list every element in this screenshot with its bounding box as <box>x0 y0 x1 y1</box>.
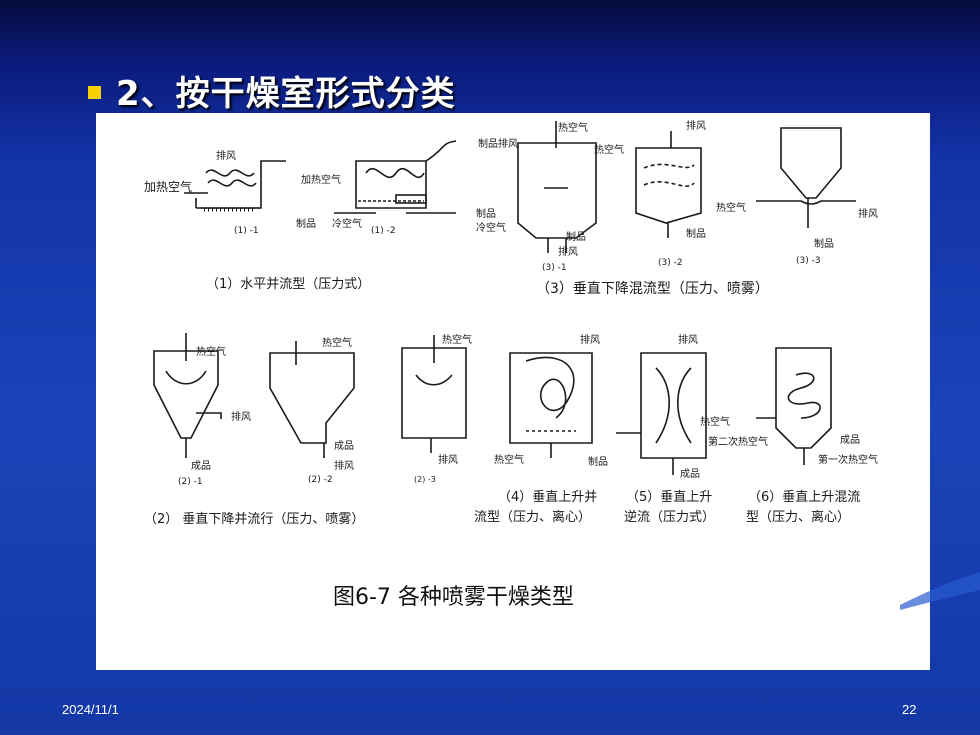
diagram-1-2 <box>334 140 457 214</box>
label-hot-air-3: 热空气 <box>558 123 588 134</box>
label-finished-5: 成品 <box>680 469 700 480</box>
sublabel-3-2: (3) -2 <box>658 258 683 268</box>
sublabel-1-2: (1) -2 <box>371 226 396 236</box>
figure-caption: 图6-7 各种喷雾干燥类型 <box>333 585 574 610</box>
sublabel-2-1: (2) -1 <box>178 477 203 487</box>
label-hot-air-2-1: 热空气 <box>196 347 226 358</box>
decorative-swoosh <box>900 572 980 610</box>
label-second-hot-air: 第二次热空气 <box>708 437 768 448</box>
label-first-hot-air: 第一次热空气 <box>818 455 878 466</box>
caption-group-6-line1: （6）垂直上升混流 <box>748 490 861 505</box>
caption-group-5-line2: 逆流（压力式） <box>624 510 716 525</box>
label-exhaust-1: 排风 <box>216 151 236 162</box>
caption-group-4-line2: 流型（压力、离心） <box>474 510 592 525</box>
sublabel-2-2: (2) -2 <box>308 475 333 485</box>
label-exhaust-5: 排风 <box>678 335 698 346</box>
label-heated-air-1: 加热空气 <box>144 180 193 194</box>
diagram-3-1 <box>517 121 597 253</box>
label-cold-air-1: 冷空气 <box>332 219 362 230</box>
diagram-2-3 <box>401 335 467 453</box>
diagram-5 <box>616 352 707 475</box>
label-exhaust-4: 排风 <box>580 335 600 346</box>
label-finished-2-2: 成品 <box>334 441 354 452</box>
slide-page-number: 22 <box>902 702 917 717</box>
label-exhaust-2-3: 排风 <box>438 455 458 466</box>
label-exhaust-2-2: 排风 <box>334 461 354 472</box>
label-product-3b: 制品 <box>686 229 706 240</box>
dryer-diagrams <box>153 121 856 475</box>
diagram-2-1 <box>153 333 222 458</box>
label-product-3c: 制品 <box>814 239 834 250</box>
diagram-1-1 <box>184 160 286 212</box>
caption-group-5-line1: （5）垂直上升 <box>626 490 713 505</box>
label-hot-air-5: 热空气 <box>700 417 730 428</box>
title-bullet <box>88 86 101 99</box>
label-hot-air-3c: 热空气 <box>716 203 746 214</box>
sublabel-1-1: (1) -1 <box>234 226 259 236</box>
label-hot-air-4: 热空气 <box>494 455 524 466</box>
label-product-2: 制品 <box>476 209 496 220</box>
label-exhaust-3: 排风 <box>558 247 578 258</box>
diagram-3-2 <box>635 131 702 238</box>
label-heated-air-2: 加热空气 <box>301 175 341 186</box>
sublabel-3-3: (3) -3 <box>796 256 821 266</box>
diagram-3-3 <box>756 127 856 228</box>
caption-group-6-line2: 型（压力、离心） <box>746 510 851 525</box>
label-hot-air-3b: 热空气 <box>594 145 624 156</box>
label-hot-air-2-2: 热空气 <box>322 338 352 349</box>
slide-title: 2、按干燥室形式分类 <box>116 74 456 114</box>
label-exhaust-3b: 排风 <box>686 121 706 132</box>
label-cold-air-2: 冷空气 <box>476 223 506 234</box>
label-product-exhaust: 制品排风 <box>478 139 518 150</box>
sublabel-2-3: (2) -3 <box>414 475 436 484</box>
caption-group-1: （1）水平并流型（压力式） <box>206 277 371 292</box>
label-exhaust-3c: 排风 <box>858 209 878 220</box>
diagram-6 <box>756 347 832 465</box>
caption-group-4-line1: （4）垂直上升并 <box>498 490 598 505</box>
figure-panel: 加热空气 排风 制品 加热空气 冷空气 制品排风 制品 冷空气 热空气 制品 排… <box>96 113 930 670</box>
caption-group-3: （3）垂直下降混流型（压力、喷雾） <box>536 281 769 297</box>
label-product-4: 制品 <box>588 457 608 468</box>
label-exhaust-2-1: 排风 <box>231 412 251 423</box>
label-product-3: 制品 <box>566 232 586 243</box>
slide-date: 2024/11/1 <box>62 702 119 717</box>
label-finished-6: 成品 <box>840 435 860 446</box>
label-product-1: 制品 <box>296 219 316 230</box>
label-finished-2-1: 成品 <box>191 461 211 472</box>
diagram-4 <box>509 352 593 458</box>
label-hot-air-2-3: 热空气 <box>442 335 472 346</box>
sublabel-3-1: (3) -1 <box>542 263 567 273</box>
caption-group-2: （2） 垂直下降并流行（压力、喷雾） <box>144 512 365 527</box>
diagram-2-2 <box>269 341 355 458</box>
